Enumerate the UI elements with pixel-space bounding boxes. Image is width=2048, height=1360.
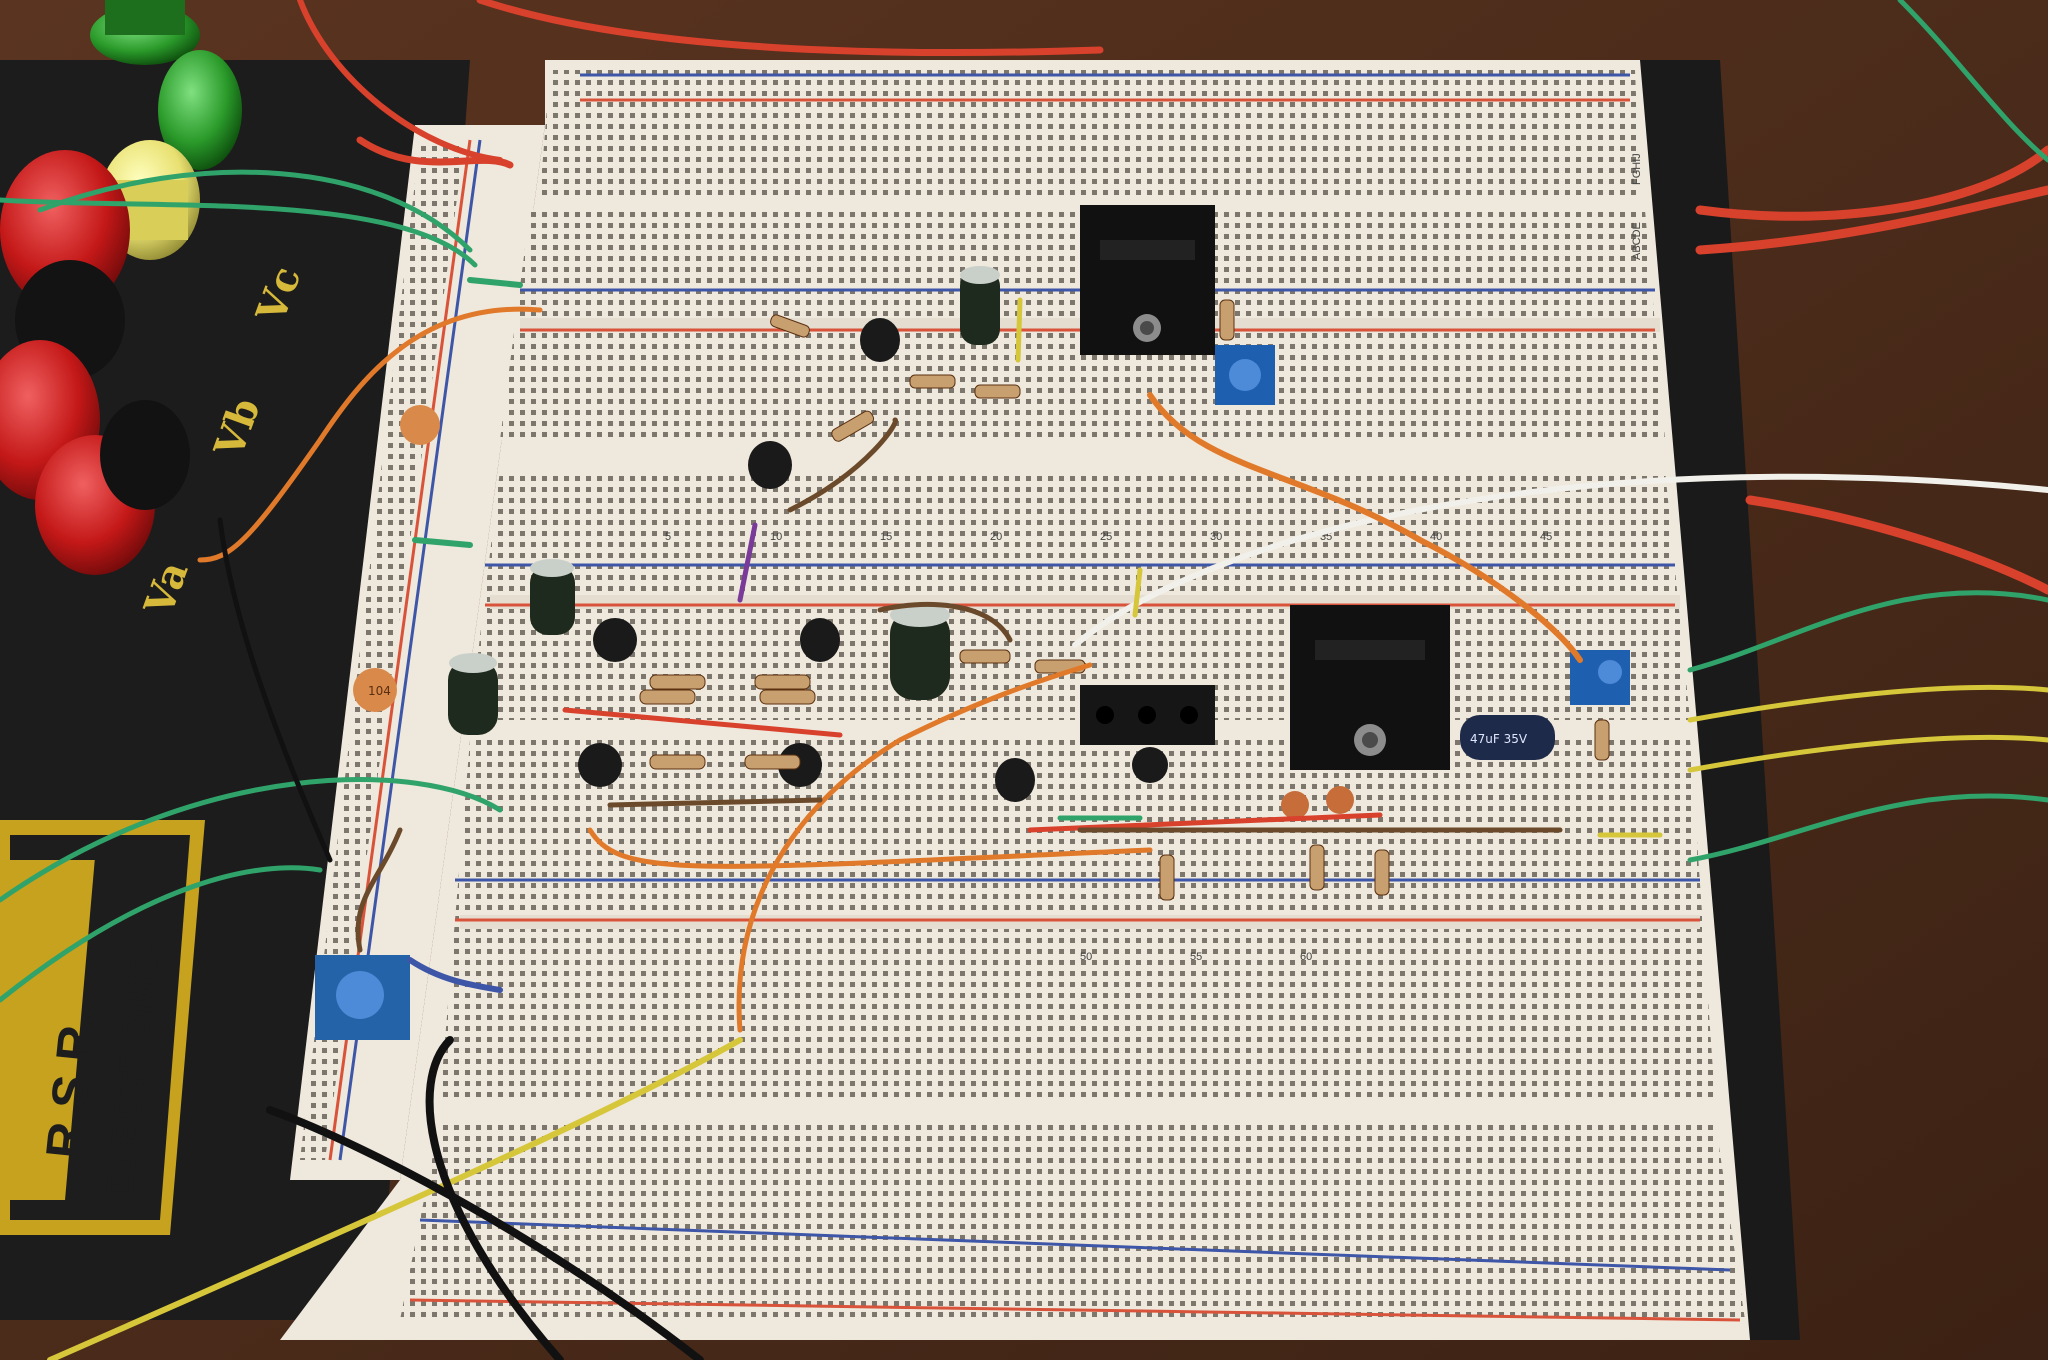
column-number: 30 (1210, 531, 1222, 543)
column-number: 55 (1190, 951, 1202, 963)
breadboard (280, 60, 1750, 1340)
column-number: 40 (1430, 531, 1442, 543)
electrolytic-capacitors: 47uF 35V (448, 266, 1555, 760)
resistors (639, 299, 1610, 901)
row-letters-bottom: FGHIJ (1631, 153, 1643, 185)
voltage-regulator-heatsink (1080, 205, 1215, 355)
ceramic-cap-code: 104 (368, 684, 391, 698)
column-number: 45 (1540, 531, 1552, 543)
column-number: 10 (770, 531, 782, 543)
column-number: 20 (990, 531, 1002, 543)
brand-plate: R.S.R. ELECTRONICS B-108 (0, 820, 205, 1235)
capacitor-value: 47uF 35V (1470, 732, 1528, 746)
ceramic-capacitors: 104 (353, 405, 1354, 819)
column-number: 50 (1080, 951, 1092, 963)
binding-posts (0, 0, 242, 575)
dc-jack (1080, 685, 1215, 745)
trimmer-potentiometer (315, 955, 410, 1040)
voltage-regulator-heatsink (1290, 605, 1450, 770)
row-letters-top: ABCDE (1631, 222, 1643, 260)
column-number: 25 (1100, 531, 1112, 543)
transistors (578, 318, 1168, 802)
column-number: 15 (880, 531, 892, 543)
column-number: 5 (665, 531, 671, 543)
board-markings: ABCDE FGHIJ 5 10 15 20 25 30 35 40 45 50… (665, 153, 1643, 963)
column-number: 60 (1300, 951, 1312, 963)
trimmer-potentiometer (1215, 345, 1275, 405)
